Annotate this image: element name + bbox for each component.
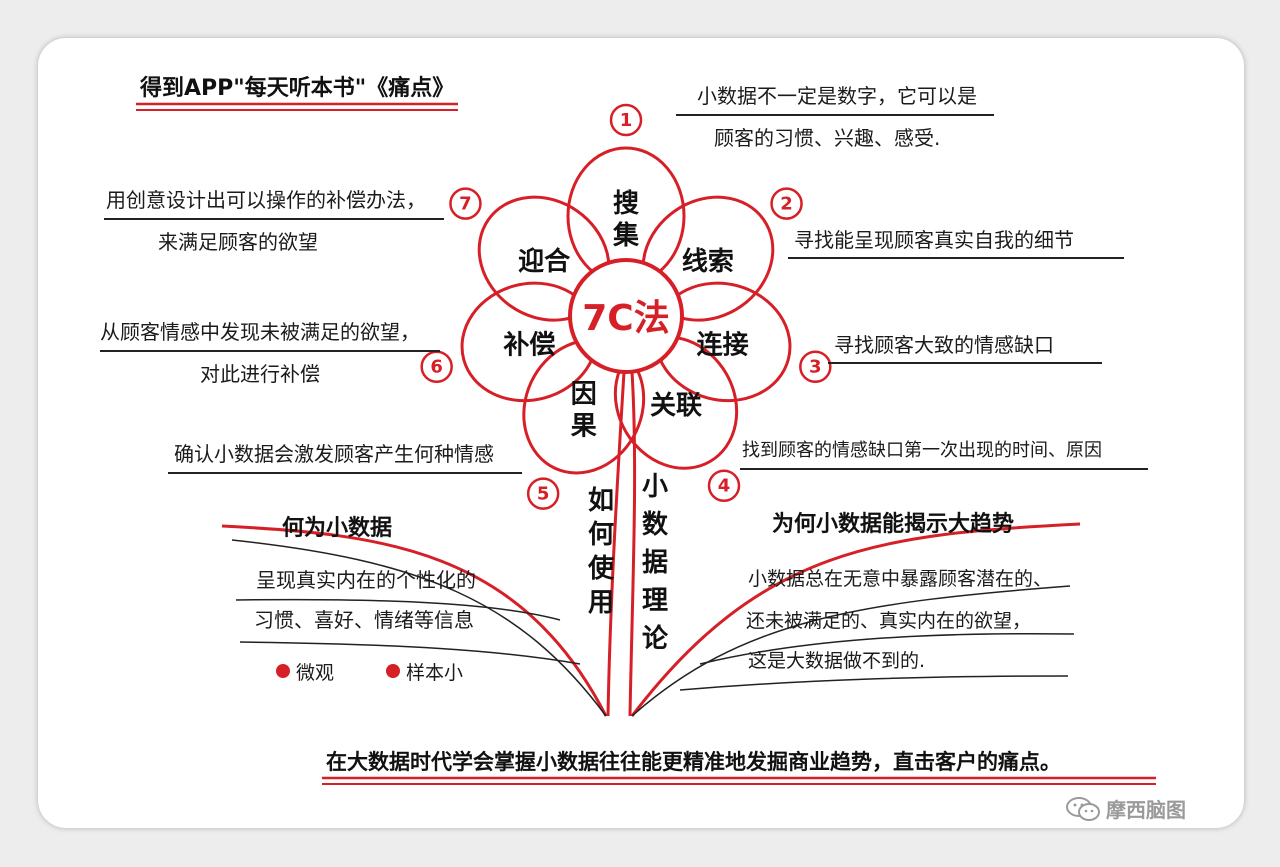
number-7: 7 (459, 194, 472, 215)
page-title: 得到APP"每天听本书"《痛点》 (140, 76, 455, 101)
number-circle-3 (799, 350, 832, 383)
number-circle-1 (609, 103, 643, 137)
note-7-rule (104, 218, 444, 220)
number-6: 6 (430, 357, 443, 378)
right-leaf-line3: 这是大数据做不到的. (748, 650, 926, 672)
petal-label-2: 线索 (682, 247, 734, 277)
card-background (38, 38, 1244, 828)
petal-label-7: 迎合 (518, 246, 571, 277)
note-3: 寻找顾客大致的情感缺口 (834, 333, 1054, 357)
number-circle-7 (449, 187, 482, 220)
tag-dot-small-sample (386, 664, 400, 678)
watermark-text: 摩西脑图 (1106, 798, 1186, 822)
note-6-line1: 从顾客情感中发现未被满足的欲望， (100, 320, 420, 344)
note-2-rule (788, 257, 1124, 259)
watermark: 摩西脑图 (1066, 794, 1186, 823)
note-4-rule (740, 468, 1148, 470)
stem-right-text: 小数据理论 (638, 468, 672, 658)
petal-label-4: 关联 (650, 391, 702, 421)
petal-label-1: 搜集 (612, 189, 640, 251)
number-circle-4 (707, 469, 741, 502)
number-circle-2 (770, 187, 803, 220)
tag-small-sample: 样本小 (406, 662, 464, 684)
number-5: 5 (537, 484, 550, 505)
stem-char: 数 (641, 510, 668, 540)
note-1-line1: 小数据不一定是数字，它可以是 (697, 84, 977, 108)
stem-char: 使 (587, 554, 614, 584)
tag-dot-micro (276, 664, 290, 678)
left-leaf-line1: 呈现真实内在的个性化的 (256, 568, 476, 592)
right-leaf-heading: 为何小数据能揭示大趋势 (772, 512, 1015, 537)
center-circle (568, 258, 684, 374)
stem-char: 用 (587, 588, 614, 618)
note-5: 确认小数据会激发顾客产生何种情感 (174, 442, 494, 466)
right-leaf-line1: 小数据总在无意中暴露顾客潜在的、 (748, 568, 1053, 590)
number-1: 1 (620, 110, 633, 131)
note-5-rule (168, 472, 522, 474)
petal-label-3: 连接 (697, 330, 749, 360)
stem-right (628, 371, 637, 717)
right-leaf-lower (631, 585, 1071, 717)
stem-char: 何 (587, 520, 614, 550)
note-1-rule (676, 114, 994, 116)
note-7-line1: 用创意设计出可以操作的补偿办法， (106, 188, 426, 212)
stem-char: 如 (587, 486, 614, 516)
wechat-icon (1066, 796, 1100, 822)
note-3-rule (828, 362, 1102, 364)
left-leaf-heading: 何为小数据 (282, 516, 393, 541)
left-leaf-lower (231, 539, 607, 717)
conclusion: 在大数据时代学会掌握小数据往往能更精准地发掘商业趋势，直击客户的痛点。 (326, 750, 1061, 774)
number-circle-5 (526, 477, 560, 510)
number-3: 3 (809, 357, 822, 378)
stem-char: 小 (641, 472, 668, 502)
note-7-line2: 来满足顾客的欲望 (158, 230, 318, 254)
right-leaf-line2: 还未被满足的、真实内在的欲望， (746, 610, 1032, 632)
tag-micro: 微观 (296, 662, 335, 684)
stem-left (606, 371, 626, 717)
stem-char: 理 (641, 586, 668, 616)
number-4: 4 (718, 476, 731, 497)
stem-char: 据 (641, 548, 668, 578)
note-4: 找到顾客的情感缺口第一次出现的时间、原因 (742, 440, 1102, 461)
note-2: 寻找能呈现顾客真实自我的细节 (794, 228, 1074, 252)
stem-left-text: 如何使用 (584, 484, 618, 620)
petal-label-5: 因果 (571, 379, 597, 441)
left-leaf-line2: 习惯、喜好、情绪等信息 (254, 608, 474, 632)
note-6-rule (100, 350, 440, 352)
stem-char: 论 (641, 624, 668, 654)
note-1-line2: 顾客的习惯、兴趣、感受. (714, 126, 941, 150)
petal-label-6: 补偿 (503, 330, 555, 360)
center-label: 7C法 (582, 298, 669, 339)
right-leaf-upper (630, 522, 1081, 717)
number-2: 2 (780, 194, 793, 215)
note-6-line2: 对此进行补偿 (200, 362, 320, 386)
